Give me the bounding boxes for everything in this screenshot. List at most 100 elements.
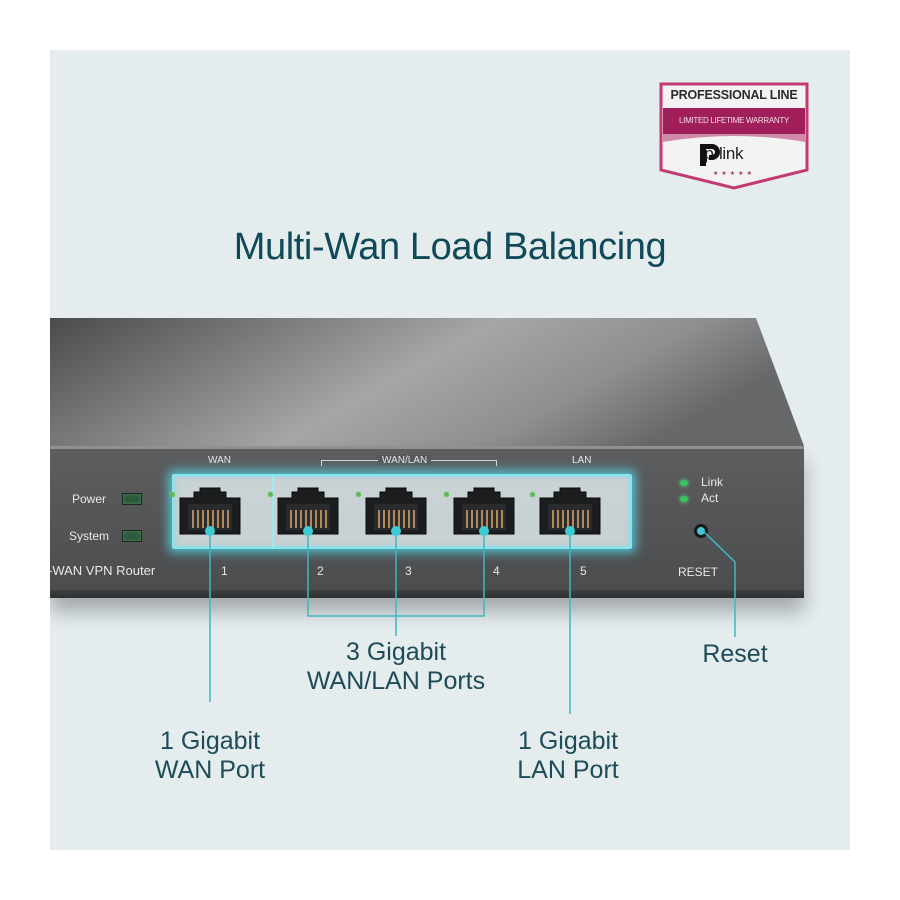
lan-callout-line1: 1 Gigabit (517, 727, 619, 755)
port-pin (325, 510, 327, 528)
port-pin (192, 510, 194, 528)
model-label: -WAN VPN Router (50, 563, 156, 578)
port-pin (476, 510, 478, 528)
headline: Multi-Wan Load Balancing (233, 226, 667, 268)
ethernet-port-5[interactable] (530, 486, 606, 536)
port-activity-led (170, 492, 175, 497)
port-pin (572, 510, 574, 528)
rj45-socket-icon (277, 487, 339, 535)
tp-link-logo: tp-link (697, 140, 777, 168)
reset-callout-line (702, 530, 736, 637)
badge-stars: ★★★★★ (713, 171, 755, 177)
power-label: Power (72, 492, 107, 506)
rj45-socket-icon (539, 487, 601, 535)
wan-lan-ports-callout: 3 Gigabit WAN/LAN Ports (290, 638, 502, 696)
act-label: Act (701, 491, 719, 505)
port-pin (383, 510, 385, 528)
port-number-1: 1 (221, 564, 228, 578)
port-pin (290, 510, 292, 528)
port-pin (466, 510, 468, 528)
port-pin (315, 510, 317, 528)
port-pin (202, 510, 204, 528)
system-label: System (69, 529, 110, 543)
port-pin (587, 510, 589, 528)
port-pin (222, 510, 224, 528)
reset-callout-text: Reset (702, 640, 768, 668)
port-number-2: 2 (317, 564, 324, 578)
professional-line-badge: PROFESSIONAL LINE LIMITED LIFETIME WARRA… (659, 82, 809, 190)
tp-link-logo-icon (700, 144, 720, 166)
port-2-marker (303, 526, 313, 536)
port-activity-led (268, 492, 273, 497)
port-pin (212, 510, 214, 528)
wan-group-label: WAN (208, 455, 231, 466)
port-pin (393, 510, 395, 528)
link-label: Link (701, 475, 724, 489)
port-pin (207, 510, 209, 528)
badge-warranty-text: LIMITED LIFETIME WARRANTY (679, 116, 789, 125)
port-pin (486, 510, 488, 528)
wan-port-divider (272, 476, 274, 547)
port-pin (562, 510, 564, 528)
product-panel: PROFESSIONAL LINE LIMITED LIFETIME WARRA… (50, 50, 850, 850)
port-number-5: 5 (580, 564, 587, 578)
port-pin (227, 510, 229, 528)
port-activity-led (444, 492, 449, 497)
port-pin (501, 510, 503, 528)
port-pin (320, 510, 322, 528)
port-pin (557, 510, 559, 528)
port-pin (403, 510, 405, 528)
port-pin (481, 510, 483, 528)
port-pin (582, 510, 584, 528)
port-pin (300, 510, 302, 528)
badge-shield-shape (659, 82, 809, 190)
port-pin (398, 510, 400, 528)
router-front-edge (50, 446, 804, 449)
router-top-surface (50, 318, 804, 446)
wan-port-callout: 1 Gigabit WAN Port (140, 727, 280, 785)
port-4-marker (479, 526, 489, 536)
wan-lan-callout-line2: WAN/LAN Ports (306, 667, 486, 695)
system-led (122, 530, 142, 542)
port-number-4: 4 (493, 564, 500, 578)
lan-group-label: LAN (572, 455, 592, 466)
badge-title: PROFESSIONAL LINE (670, 88, 798, 102)
wan-callout-line1: 1 Gigabit (159, 727, 261, 755)
port-pin (471, 510, 473, 528)
port-pin (496, 510, 498, 528)
act-led (680, 496, 688, 502)
port-pin (552, 510, 554, 528)
port-pin (388, 510, 390, 528)
lan-port-callout: 1 Gigabit LAN Port (498, 727, 638, 785)
rj45-socket-icon (453, 487, 515, 535)
wan-lan-callout-line1: 3 Gigabit (345, 638, 447, 666)
link-led (680, 480, 688, 486)
reset-button[interactable] (694, 524, 708, 538)
ethernet-port-1[interactable] (170, 486, 246, 536)
wan-lan-group-label: WAN/LAN (378, 455, 432, 466)
ethernet-port-2[interactable] (268, 486, 344, 536)
port-1-marker (205, 526, 215, 536)
ethernet-port-3[interactable] (356, 486, 432, 536)
port-activity-led (530, 492, 535, 497)
rj45-socket-icon (365, 487, 427, 535)
port-pin (567, 510, 569, 528)
port-3-marker (391, 526, 401, 536)
port-pin (217, 510, 219, 528)
port-pin (378, 510, 380, 528)
port-pin (197, 510, 199, 528)
port-pin (577, 510, 579, 528)
callout-lines (205, 526, 736, 714)
port-5-marker (565, 526, 575, 536)
router-bottom-edge (50, 590, 804, 598)
wan-callout-line2: WAN Port (154, 756, 266, 784)
ethernet-port-4[interactable] (444, 486, 520, 536)
port-pin (413, 510, 415, 528)
power-led (122, 493, 142, 505)
rj45-socket-icon (179, 487, 241, 535)
port-pin (295, 510, 297, 528)
port-activity-led (356, 492, 361, 497)
port-number-3: 3 (405, 564, 412, 578)
reset-callout: Reset (680, 640, 790, 669)
lan-callout-line2: LAN Port (517, 756, 619, 784)
